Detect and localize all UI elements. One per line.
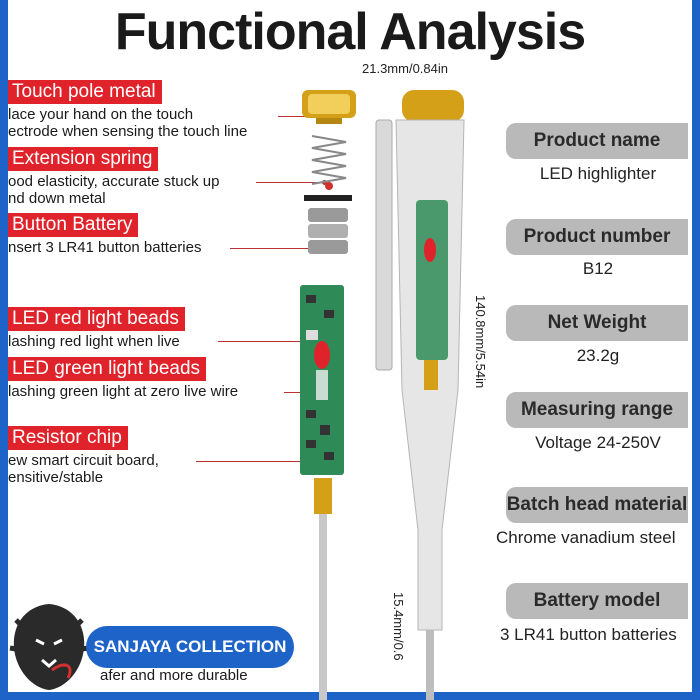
label-touch-pole-metal: Touch pole metal — [8, 80, 162, 104]
spec-value-product-number: B12 — [582, 259, 614, 278]
brand-badge: SANJAYA COLLECTION — [86, 626, 294, 668]
spec-value-measuring-range: Voltage 24-250V — [535, 433, 661, 452]
desc-touch-pole-line-1: lace your hand on the touch — [8, 106, 194, 123]
desc-led-red-line-1: lashing red light when live — [8, 333, 180, 350]
spec-name-net-weight: Net Weight — [506, 305, 688, 341]
desc-resistor-line-1: ew smart circuit board, — [8, 452, 159, 469]
spec-value-battery-model: 3 LR41 button batteries — [500, 625, 677, 644]
desc-bottom-line: afer and more durable — [100, 667, 248, 684]
tester-illustration — [375, 90, 465, 700]
dimension-tip: 15.4mm/0.6 — [391, 592, 406, 661]
spec-value-net-weight: 23.2g — [576, 346, 620, 365]
leader-line — [218, 341, 318, 342]
screw-thread — [314, 478, 332, 514]
dimension-length: 140.8mm/5.54in — [473, 295, 488, 389]
spec-name-batch-head-material: Batch head material — [506, 487, 688, 523]
leader-line — [284, 392, 314, 393]
label-button-battery: Button Battery — [8, 213, 139, 237]
label-led-green: LED green light beads — [8, 357, 207, 381]
lion-logo-icon — [9, 604, 89, 690]
touch-pole-metal-cap — [302, 90, 356, 124]
leader-line — [278, 116, 320, 117]
label-led-red: LED red light beads — [8, 307, 185, 331]
top-cap — [402, 90, 464, 122]
inner-led — [424, 238, 436, 262]
desc-led-green-line-1: lashing green light at zero live wire — [8, 383, 239, 400]
label-resistor-chip: Resistor chip — [8, 426, 128, 450]
dimension-width: 21.3mm/0.84in — [362, 61, 448, 76]
spec-name-product-number: Product number — [506, 219, 688, 255]
spec-name-battery-model: Battery model — [506, 583, 688, 619]
tip-shaft — [426, 630, 434, 700]
spring — [311, 135, 347, 190]
spec-value-batch-head-material: Chrome vanadium steel — [496, 528, 676, 547]
spec-value-product-name: LED highlighter — [539, 164, 657, 183]
page-title: Functional Analysis — [114, 3, 586, 61]
leader-line — [256, 182, 324, 183]
leader-line — [230, 248, 310, 249]
circuit-board — [300, 285, 344, 475]
label-extension-spring: Extension spring — [8, 147, 159, 171]
button-batteries — [308, 208, 348, 254]
screwdriver-shaft — [319, 514, 327, 700]
desc-spring-line-1: ood elasticity, accurate stuck up — [8, 173, 220, 190]
inner-screw — [424, 360, 438, 390]
desc-resistor-line-2: ensitive/stable — [8, 469, 104, 486]
exploded-parts-illustration — [300, 90, 356, 700]
inner-circuit — [416, 200, 448, 360]
pocket-clip — [375, 119, 393, 371]
leader-line — [196, 461, 308, 462]
spec-name-product-name: Product name — [506, 123, 688, 159]
divider-disc — [304, 195, 352, 201]
spec-name-measuring-range: Measuring range — [506, 392, 688, 428]
desc-touch-pole-line-2: ectrode when sensing the touch line — [8, 123, 248, 140]
desc-spring-line-2: nd down metal — [8, 190, 106, 207]
desc-battery-line-1: nsert 3 LR41 button batteries — [8, 239, 202, 256]
